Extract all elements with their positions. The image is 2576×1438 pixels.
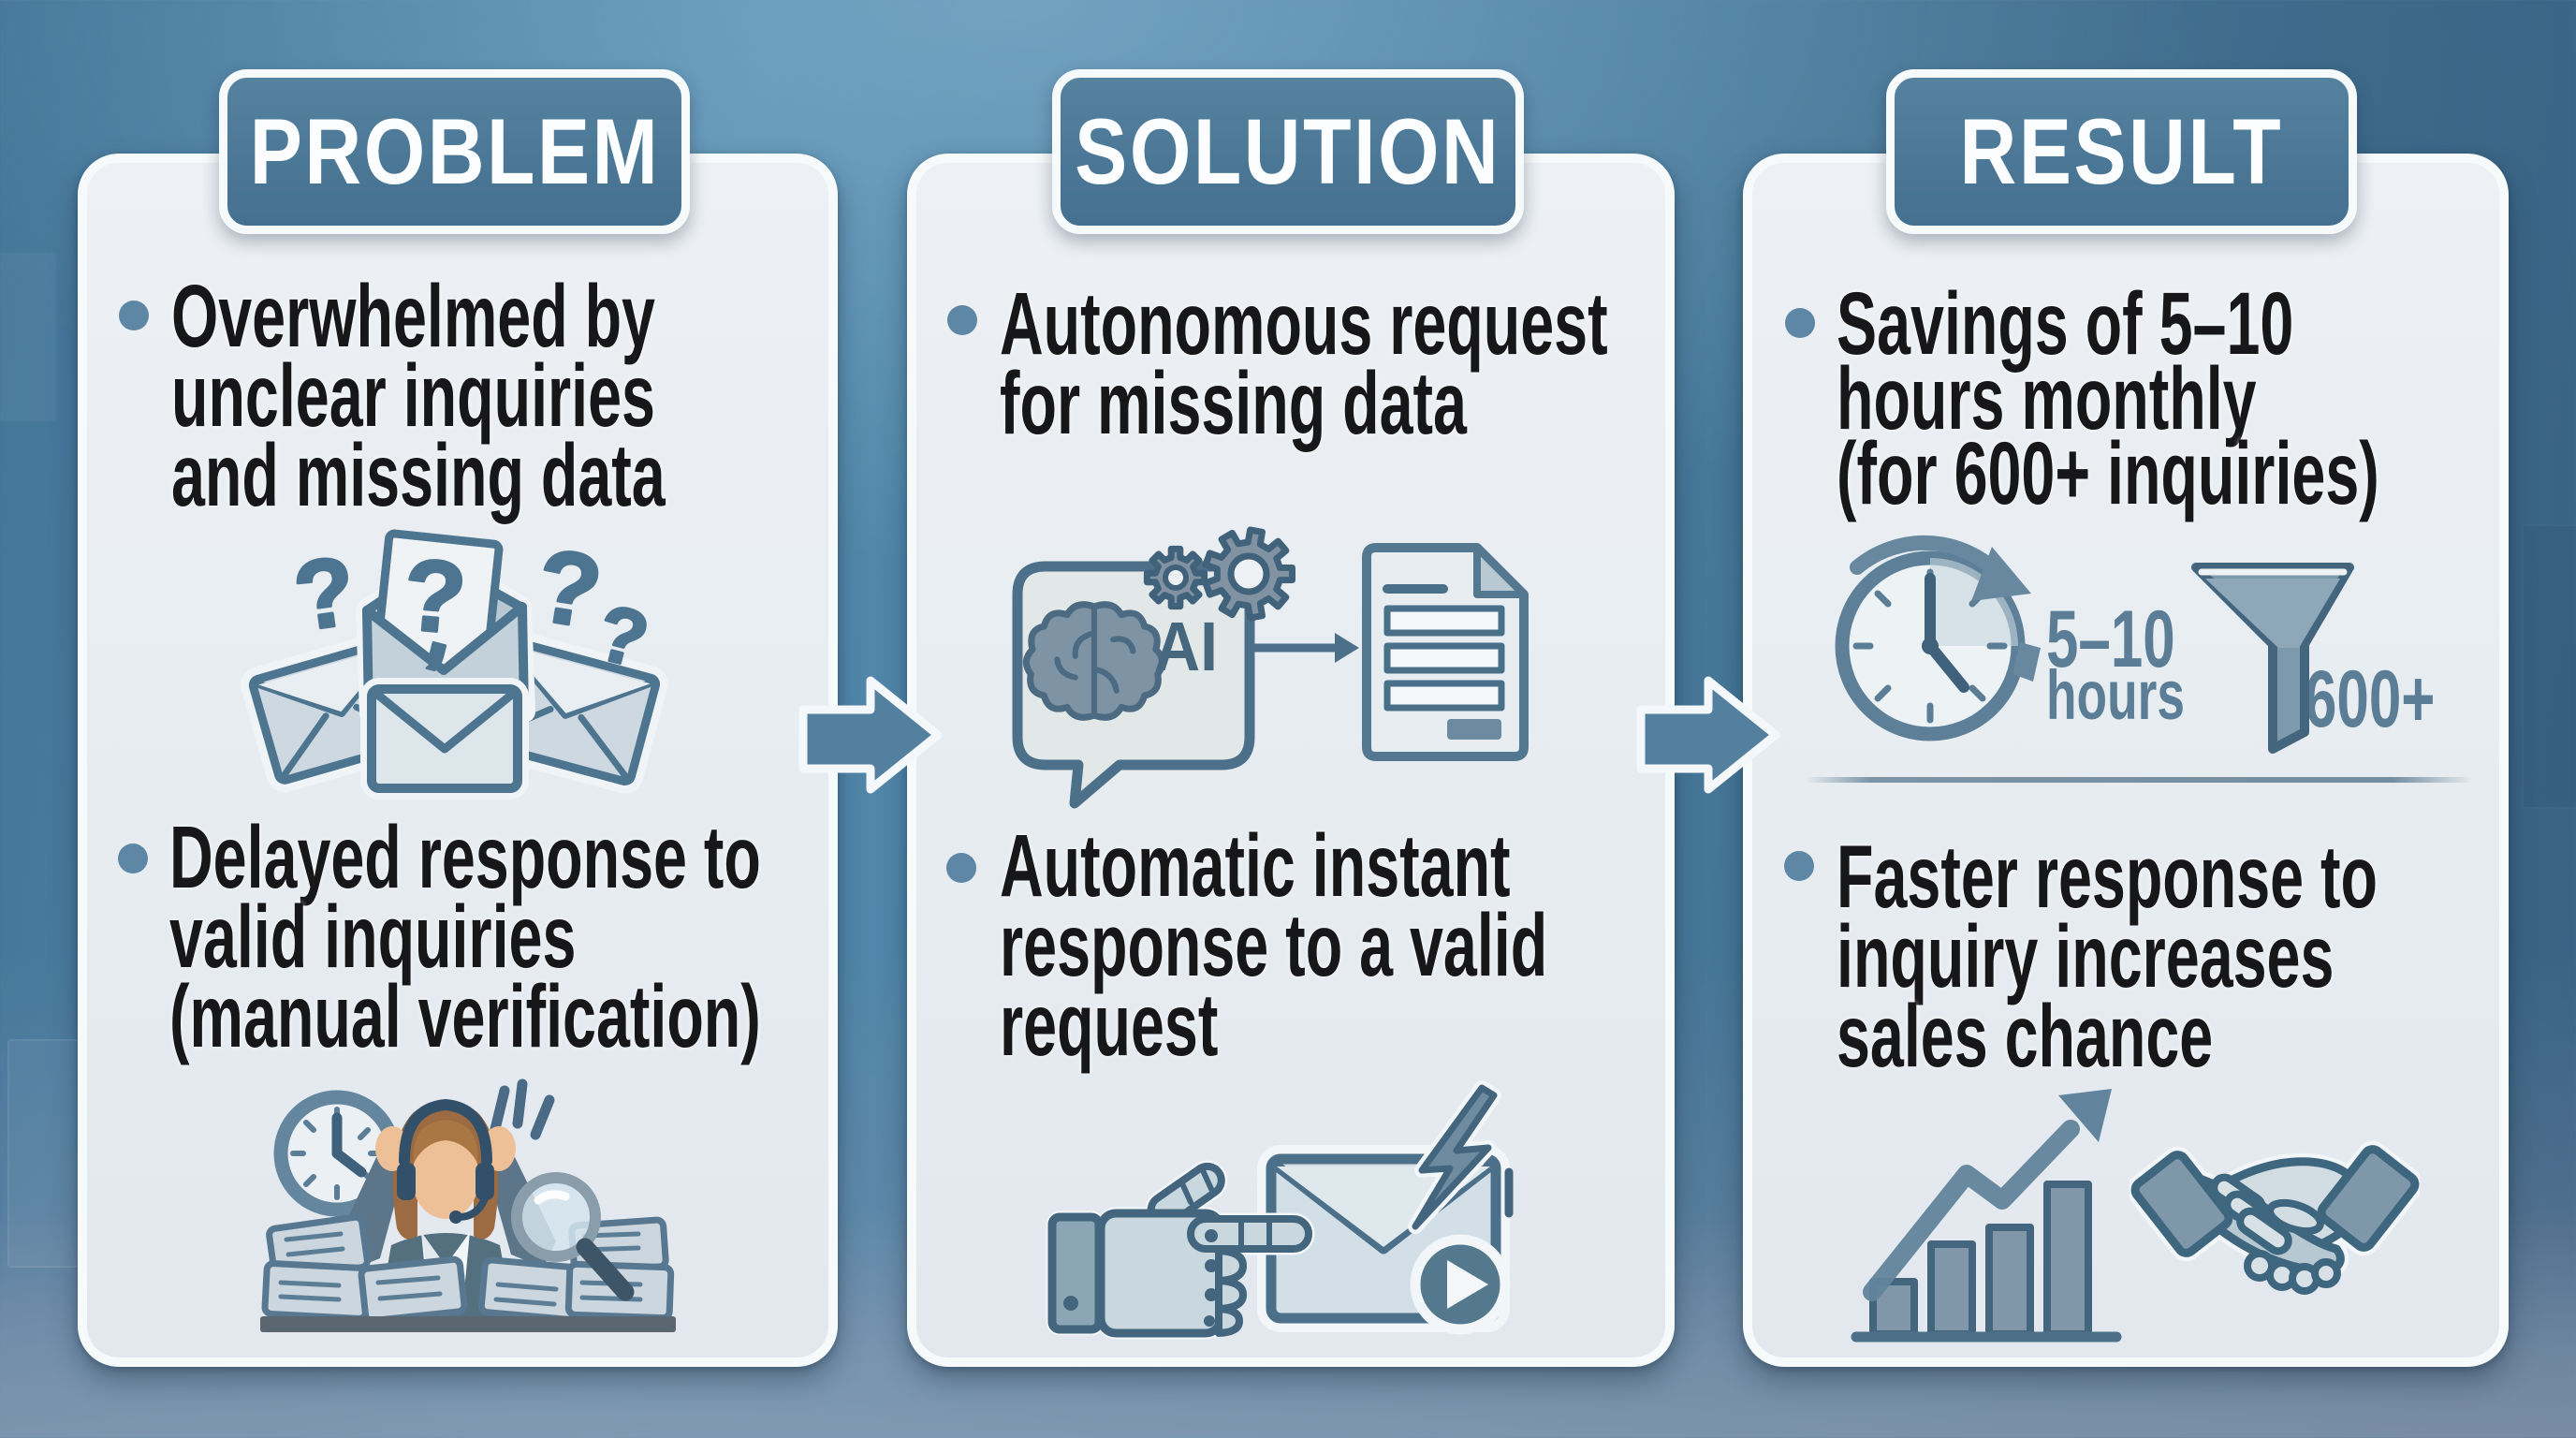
svg-text:?: ? <box>529 527 609 651</box>
svg-text:?: ? <box>288 536 362 653</box>
svg-text:600+: 600+ <box>2305 653 2435 743</box>
svg-text:?: ? <box>399 536 470 654</box>
svg-text:hours: hours <box>2046 656 2185 734</box>
svg-text:AI: AI <box>1154 609 1218 685</box>
svg-text:5–10: 5–10 <box>2046 594 2175 683</box>
